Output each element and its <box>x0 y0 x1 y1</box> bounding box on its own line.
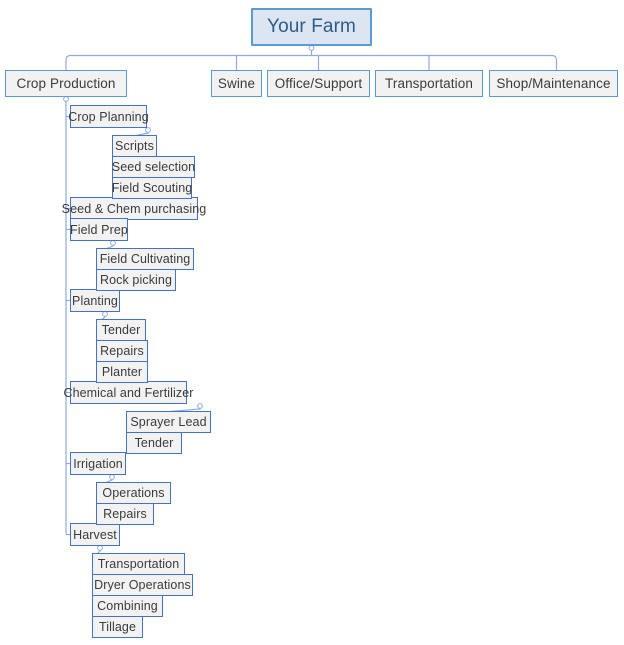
harvest-child-transportation[interactable]: Transportation <box>92 553 185 575</box>
node-label: Dryer Operations <box>94 578 191 592</box>
node-label: Irrigation <box>73 456 123 471</box>
node-label: Transportation <box>97 557 180 571</box>
division-label: Swine <box>217 76 256 91</box>
node-label: Harvest <box>73 527 117 542</box>
harvest-child-tillage[interactable]: Tillage <box>92 616 143 638</box>
harvest-child-combining[interactable]: Combining <box>92 595 163 617</box>
node-label: Field Prep <box>70 222 128 237</box>
node-label: Repairs <box>100 344 144 358</box>
crop-planning-child-field-scouting[interactable]: Field Scouting <box>112 177 192 199</box>
division-label: Shop/Maintenance <box>496 76 611 91</box>
node-label: Repairs <box>103 507 147 521</box>
crop-production-child-harvest[interactable]: Harvest <box>70 523 120 546</box>
node-label: Combining <box>97 599 158 613</box>
crop-production-child-field-prep[interactable]: Field Prep <box>70 218 128 241</box>
node-label: Sprayer Lead <box>130 415 207 429</box>
node-label: Scripts <box>115 139 154 153</box>
root-node-label: Your Farm <box>267 16 356 37</box>
division-label: Transportation <box>385 76 473 91</box>
node-label: Field Cultivating <box>99 252 191 266</box>
chemical-fertilizer-child-sprayer-lead[interactable]: Sprayer Lead <box>126 411 211 433</box>
node-label: Planter <box>101 365 143 379</box>
division-node-crop-production[interactable]: Crop Production <box>5 70 127 97</box>
node-label: Crop Planning <box>68 109 149 124</box>
chemical-fertilizer-child-tender[interactable]: Tender <box>126 432 182 454</box>
division-label: Crop Production <box>16 76 116 91</box>
crop-planning-child-scripts[interactable]: Scripts <box>112 135 157 157</box>
crop-production-child-crop-planning[interactable]: Crop Planning <box>68 105 149 128</box>
division-node-office-support[interactable]: Office/Support <box>267 70 370 97</box>
division-label: Office/Support <box>274 76 363 91</box>
field-prep-child-field-cultivating[interactable]: Field Cultivating <box>96 248 194 270</box>
node-label: Tender <box>134 436 174 450</box>
planting-child-repairs[interactable]: Repairs <box>96 340 148 362</box>
node-label: Planting <box>72 293 118 308</box>
node-label: Chemical and Fertilizer <box>63 385 194 400</box>
planting-child-planter[interactable]: Planter <box>96 361 148 383</box>
crop-production-child-irrigation[interactable]: Irrigation <box>70 452 126 475</box>
crop-production-child-planting[interactable]: Planting <box>70 289 120 312</box>
node-label: Tender <box>101 323 141 337</box>
node-label: Seed & Chem purchasing <box>61 201 207 216</box>
node-label: Operations <box>102 486 165 500</box>
planting-child-tender[interactable]: Tender <box>96 319 146 341</box>
division-node-transportation[interactable]: Transportation <box>375 70 483 97</box>
node-label: Field Scouting <box>111 181 193 195</box>
crop-production-child-chemical-and-fertilizer[interactable]: Chemical and Fertilizer <box>63 381 193 404</box>
node-label: Tillage <box>98 620 137 634</box>
root-node-your-farm[interactable]: Your Farm <box>251 8 372 46</box>
node-label: Seed selection <box>111 160 196 174</box>
irrigation-child-operations[interactable]: Operations <box>96 482 171 504</box>
crop-production-child-seed-chem-purchasing[interactable]: Seed & Chem purchasing <box>62 197 206 220</box>
field-prep-child-rock-picking[interactable]: Rock picking <box>96 269 176 291</box>
node-label: Rock picking <box>99 273 173 287</box>
irrigation-child-repairs[interactable]: Repairs <box>96 503 154 525</box>
division-node-swine[interactable]: Swine <box>211 70 262 97</box>
harvest-child-dryer-operations[interactable]: Dryer Operations <box>92 574 193 596</box>
crop-planning-child-seed-selection[interactable]: Seed selection <box>112 156 195 178</box>
division-node-shop-maintenance[interactable]: Shop/Maintenance <box>489 70 618 97</box>
